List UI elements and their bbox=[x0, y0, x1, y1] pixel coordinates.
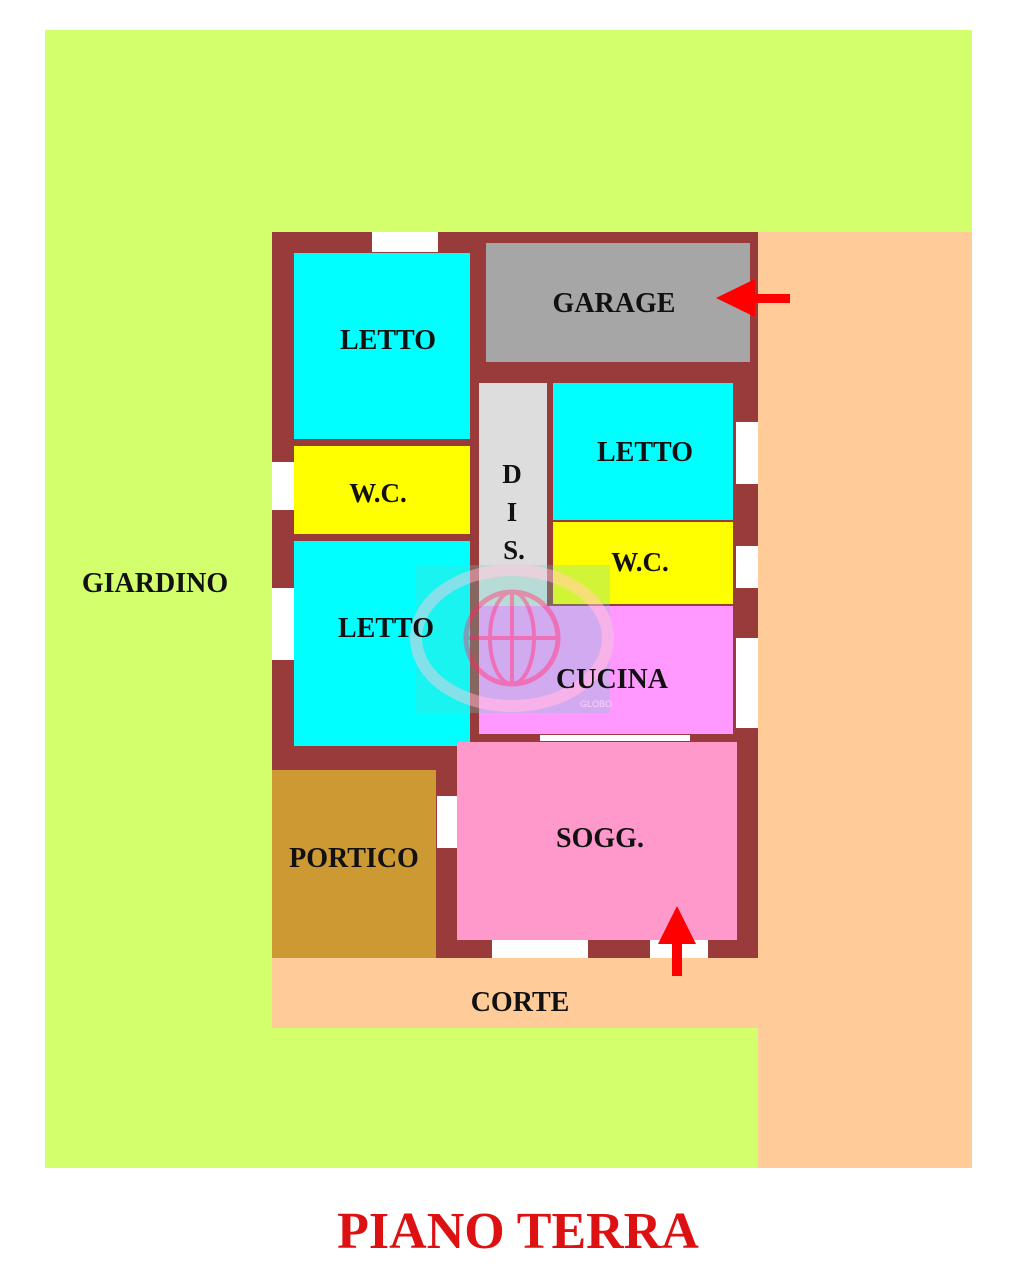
room-soggiorno bbox=[457, 742, 737, 940]
window-right-1 bbox=[736, 422, 758, 484]
court-area-right bbox=[758, 232, 972, 1168]
arrow-main-entrance-icon bbox=[658, 906, 696, 976]
page-title: PIANO TERRA bbox=[337, 1203, 699, 1260]
label-dis-1: D bbox=[502, 459, 522, 489]
arrow-garage-entrance-icon bbox=[716, 279, 790, 317]
label-corte: CORTE bbox=[471, 987, 570, 1018]
window-left-1 bbox=[272, 462, 294, 510]
label-dis-3: S. bbox=[503, 535, 525, 565]
room-letto-top-left bbox=[294, 253, 470, 439]
room-garage bbox=[486, 243, 750, 362]
label-wc-right: W.C. bbox=[611, 547, 669, 577]
label-portico: PORTICO bbox=[289, 843, 419, 874]
window-bottom-1 bbox=[492, 940, 588, 958]
label-sogg: SOGG. bbox=[556, 823, 644, 854]
window-top bbox=[372, 232, 438, 252]
window-left-2 bbox=[272, 588, 294, 660]
room-wc-left bbox=[294, 446, 470, 534]
window-right-2 bbox=[736, 546, 758, 588]
label-giardino: GIARDINO bbox=[82, 568, 228, 599]
room-portico bbox=[272, 770, 436, 958]
label-letto-top-left: LETTO bbox=[340, 325, 436, 356]
label-wc-left: W.C. bbox=[349, 478, 407, 508]
room-letto-right bbox=[553, 383, 733, 520]
watermark-brand: GLOBO bbox=[580, 699, 612, 709]
label-dis-2: I bbox=[507, 497, 518, 527]
opening-kitchen-living bbox=[540, 735, 690, 741]
watermark-logo: GLOBO bbox=[410, 564, 614, 713]
label-garage: GARAGE bbox=[553, 288, 676, 319]
label-letto-mid-left: LETTO bbox=[338, 613, 434, 644]
room-letto-mid-left bbox=[294, 541, 470, 746]
label-cucina: CUCINA bbox=[556, 664, 669, 695]
door-portico bbox=[437, 796, 457, 848]
window-right-3 bbox=[736, 638, 758, 728]
label-letto-right: LETTO bbox=[597, 437, 693, 468]
